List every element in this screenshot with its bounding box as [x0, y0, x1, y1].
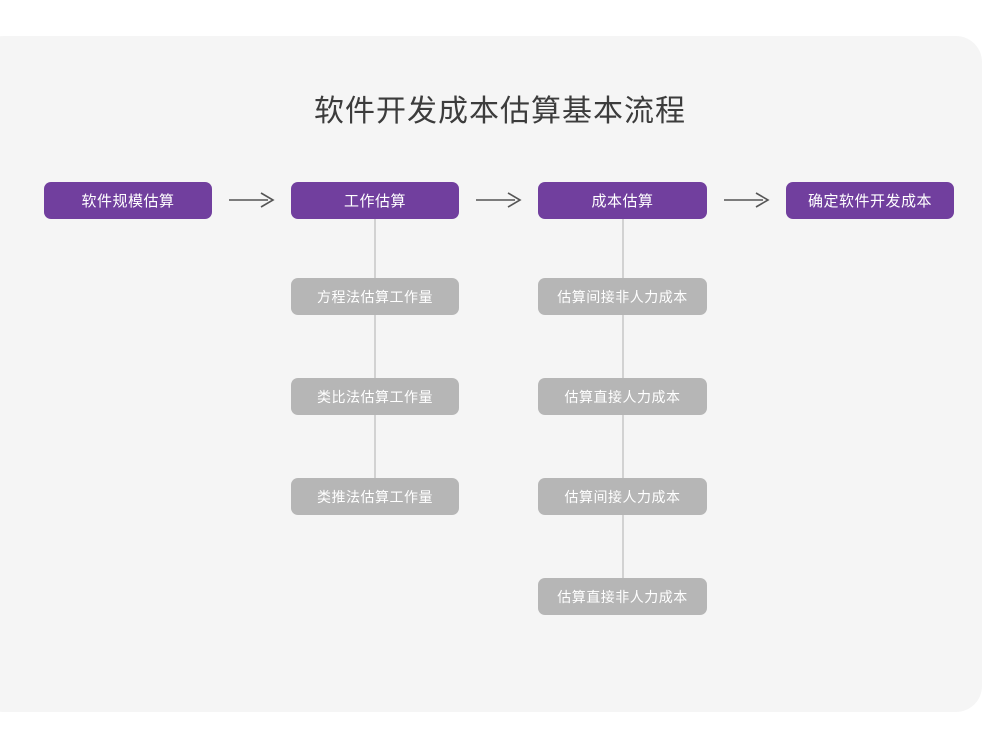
stage-node-cost-estimation[interactable]: 成本估算 [538, 182, 707, 219]
sub-node-cost-2[interactable]: 估算直接人力成本 [538, 378, 707, 415]
connector-line-work [374, 218, 376, 496]
page-title: 软件开发成本估算基本流程 [314, 95, 686, 128]
sub-node-cost-1[interactable]: 估算间接非人力成本 [538, 278, 707, 315]
stage-node-final-cost[interactable]: 确定软件开发成本 [786, 182, 954, 219]
sub-node-cost-4[interactable]: 估算直接非人力成本 [538, 578, 707, 615]
sub-node-work-1[interactable]: 方程法估算工作量 [291, 278, 459, 315]
sub-node-work-3[interactable]: 类推法估算工作量 [291, 478, 459, 515]
arrow-stage1-to-stage2 [228, 188, 276, 212]
sub-node-work-2[interactable]: 类比法估算工作量 [291, 378, 459, 415]
sub-node-cost-3[interactable]: 估算间接人力成本 [538, 478, 707, 515]
stage-node-work-estimation[interactable]: 工作估算 [291, 182, 459, 219]
arrow-stage3-to-stage4 [723, 188, 771, 212]
diagram-card [0, 36, 982, 712]
arrow-stage2-to-stage3 [475, 188, 523, 212]
stage-node-software-scale[interactable]: 软件规模估算 [44, 182, 212, 219]
